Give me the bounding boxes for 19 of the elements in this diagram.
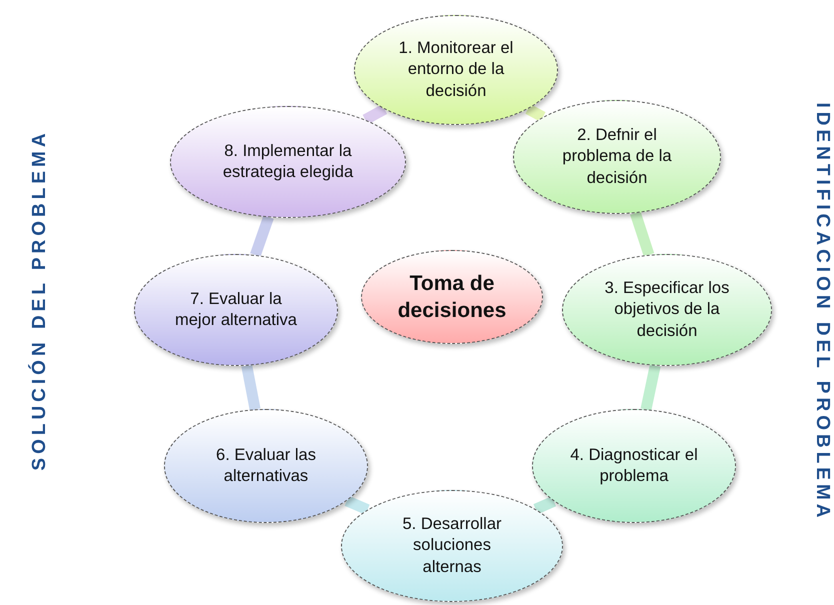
step-text: 2. Defnir el problema de la decisión [561, 124, 673, 189]
step-text: 1. Monitorear el entorno de la decisión [398, 38, 514, 102]
step-text: 6. Evaluar las alternativas [215, 444, 317, 487]
step-text: 7. Evaluar la mejor alternativa [174, 288, 298, 331]
step-text: 3. Especificar los objetivos de la decisión [604, 278, 730, 342]
step-text: 5. Desarrollar soluciones alternas [401, 514, 503, 578]
connector-band [250, 215, 274, 257]
connector-band [362, 104, 388, 124]
connector-band [525, 104, 546, 122]
connector-band [640, 364, 661, 411]
connector-band [630, 211, 654, 257]
step-text: 4. Diagnosticar el problema [569, 444, 699, 487]
connector-band [344, 496, 370, 515]
step-text: 8. Implementar la estrategia elegida [222, 140, 354, 183]
connector-band [533, 496, 556, 514]
side-heading: IDENTIFICACION DEL PROBLEMA [811, 102, 833, 522]
connector-band [241, 364, 260, 410]
step-text: Toma de decisiones [396, 270, 508, 324]
side-heading: SOLUCIÓN DEL PROBLEMA [29, 129, 51, 471]
